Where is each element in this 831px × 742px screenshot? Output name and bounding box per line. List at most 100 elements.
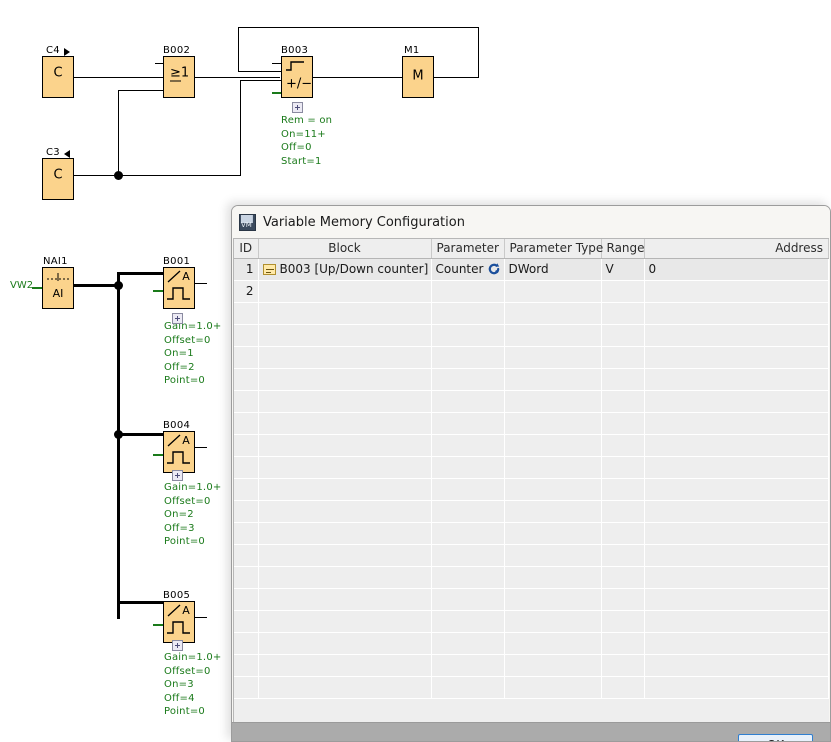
table-row[interactable] bbox=[234, 434, 829, 456]
table-row[interactable] bbox=[234, 610, 829, 632]
table-row[interactable] bbox=[234, 324, 829, 346]
column-header-address[interactable]: Address bbox=[644, 239, 829, 258]
table-row[interactable] bbox=[234, 588, 829, 610]
table-row[interactable] bbox=[234, 500, 829, 522]
cell-parameter[interactable] bbox=[431, 456, 504, 478]
column-header-parameter[interactable]: Parameter bbox=[431, 239, 504, 258]
table-row[interactable] bbox=[234, 544, 829, 566]
cell-address[interactable] bbox=[644, 390, 829, 412]
cell-address[interactable] bbox=[644, 368, 829, 390]
cell-block[interactable] bbox=[258, 654, 431, 676]
cell-address[interactable] bbox=[644, 566, 829, 588]
cell-parameter[interactable] bbox=[431, 500, 504, 522]
cell-address[interactable] bbox=[644, 676, 829, 698]
cell-block[interactable] bbox=[258, 456, 431, 478]
table-row[interactable] bbox=[234, 676, 829, 698]
cell-parameter[interactable] bbox=[431, 324, 504, 346]
cell-parameter[interactable] bbox=[431, 588, 504, 610]
table-row[interactable] bbox=[234, 478, 829, 500]
cell-address[interactable] bbox=[644, 280, 829, 302]
cell-parameter[interactable] bbox=[431, 522, 504, 544]
cell-address[interactable] bbox=[644, 324, 829, 346]
expand-toggle-b003[interactable] bbox=[292, 102, 303, 113]
fbd-block-c3[interactable]: C bbox=[42, 158, 74, 200]
fbd-block-b004[interactable]: A bbox=[163, 431, 195, 473]
cell-block[interactable] bbox=[258, 346, 431, 368]
cell-block[interactable] bbox=[258, 324, 431, 346]
column-header-parameter-type[interactable]: Parameter Type bbox=[504, 239, 601, 258]
fbd-block-nai1[interactable]: AI bbox=[42, 267, 74, 309]
cell-block[interactable] bbox=[258, 368, 431, 390]
table-row[interactable] bbox=[234, 302, 829, 324]
column-header-id[interactable]: ID bbox=[234, 239, 258, 258]
cell-parameter[interactable]: Counter bbox=[431, 258, 504, 280]
column-header-block[interactable]: Block bbox=[258, 239, 431, 258]
cell-block[interactable] bbox=[258, 434, 431, 456]
cell-address[interactable] bbox=[644, 654, 829, 676]
cell-address[interactable] bbox=[644, 302, 829, 324]
cell-block[interactable] bbox=[258, 566, 431, 588]
table-row[interactable]: 2 bbox=[234, 280, 829, 302]
table-row[interactable] bbox=[234, 412, 829, 434]
table-row[interactable] bbox=[234, 456, 829, 478]
cell-block[interactable] bbox=[258, 390, 431, 412]
cell-parameter[interactable] bbox=[431, 434, 504, 456]
cell-parameter[interactable] bbox=[431, 676, 504, 698]
column-header-range[interactable]: Range bbox=[601, 239, 644, 258]
cell-address[interactable] bbox=[644, 610, 829, 632]
fbd-block-b001[interactable]: A bbox=[163, 267, 195, 309]
table-row[interactable]: 1 B003 [Up/Down counter] Counter bbox=[234, 258, 829, 280]
cell-block[interactable] bbox=[258, 302, 431, 324]
cell-address[interactable] bbox=[644, 456, 829, 478]
cell-block[interactable] bbox=[258, 544, 431, 566]
cell-block[interactable] bbox=[258, 412, 431, 434]
table-row[interactable] bbox=[234, 390, 829, 412]
ok-button[interactable]: OK bbox=[738, 734, 813, 742]
variable-memory-table[interactable]: ID Block Parameter Parameter Type Range … bbox=[234, 239, 829, 699]
table-row[interactable] bbox=[234, 368, 829, 390]
expand-toggle-b005[interactable] bbox=[172, 640, 183, 651]
cell-parameter[interactable] bbox=[431, 368, 504, 390]
cell-address[interactable] bbox=[644, 434, 829, 456]
cell-block[interactable] bbox=[258, 478, 431, 500]
cell-parameter[interactable] bbox=[431, 280, 504, 302]
fbd-block-m1[interactable]: M bbox=[402, 56, 434, 98]
fbd-block-c4[interactable]: C bbox=[42, 56, 74, 98]
cell-address[interactable] bbox=[644, 588, 829, 610]
table-row[interactable] bbox=[234, 522, 829, 544]
variable-memory-configuration-dialog[interactable]: ██ VM Variable Memory Configuration ID bbox=[231, 205, 831, 742]
cell-address[interactable] bbox=[644, 346, 829, 368]
cell-address[interactable]: 0 bbox=[644, 258, 829, 280]
fbd-block-b005[interactable]: A bbox=[163, 601, 195, 643]
cell-block[interactable] bbox=[258, 632, 431, 654]
cell-parameter[interactable] bbox=[431, 478, 504, 500]
fbd-block-b002[interactable]: ≥1 bbox=[163, 56, 195, 98]
cell-block[interactable] bbox=[258, 588, 431, 610]
cell-parameter[interactable] bbox=[431, 302, 504, 324]
cell-parameter[interactable] bbox=[431, 632, 504, 654]
dialog-titlebar[interactable]: ██ VM Variable Memory Configuration bbox=[232, 206, 830, 238]
variable-memory-table-wrapper[interactable]: ID Block Parameter Parameter Type Range … bbox=[233, 238, 829, 722]
cell-parameter[interactable] bbox=[431, 610, 504, 632]
cell-address[interactable] bbox=[644, 478, 829, 500]
cell-block[interactable] bbox=[258, 676, 431, 698]
cell-block[interactable]: B003 [Up/Down counter] bbox=[258, 258, 431, 280]
cell-parameter[interactable] bbox=[431, 412, 504, 434]
cell-block[interactable] bbox=[258, 500, 431, 522]
cell-parameter[interactable] bbox=[431, 544, 504, 566]
cell-block[interactable] bbox=[258, 522, 431, 544]
cell-parameter[interactable] bbox=[431, 654, 504, 676]
table-row[interactable] bbox=[234, 632, 829, 654]
fbd-block-b003[interactable]: +/− bbox=[281, 56, 313, 98]
expand-toggle-b004[interactable] bbox=[172, 470, 183, 481]
cell-parameter[interactable] bbox=[431, 390, 504, 412]
refresh-icon[interactable] bbox=[487, 262, 501, 276]
cell-address[interactable] bbox=[644, 412, 829, 434]
cell-parameter[interactable] bbox=[431, 566, 504, 588]
cell-address[interactable] bbox=[644, 632, 829, 654]
cell-address[interactable] bbox=[644, 522, 829, 544]
cell-address[interactable] bbox=[644, 544, 829, 566]
cell-address[interactable] bbox=[644, 500, 829, 522]
cell-block[interactable] bbox=[258, 610, 431, 632]
cell-parameter[interactable] bbox=[431, 346, 504, 368]
